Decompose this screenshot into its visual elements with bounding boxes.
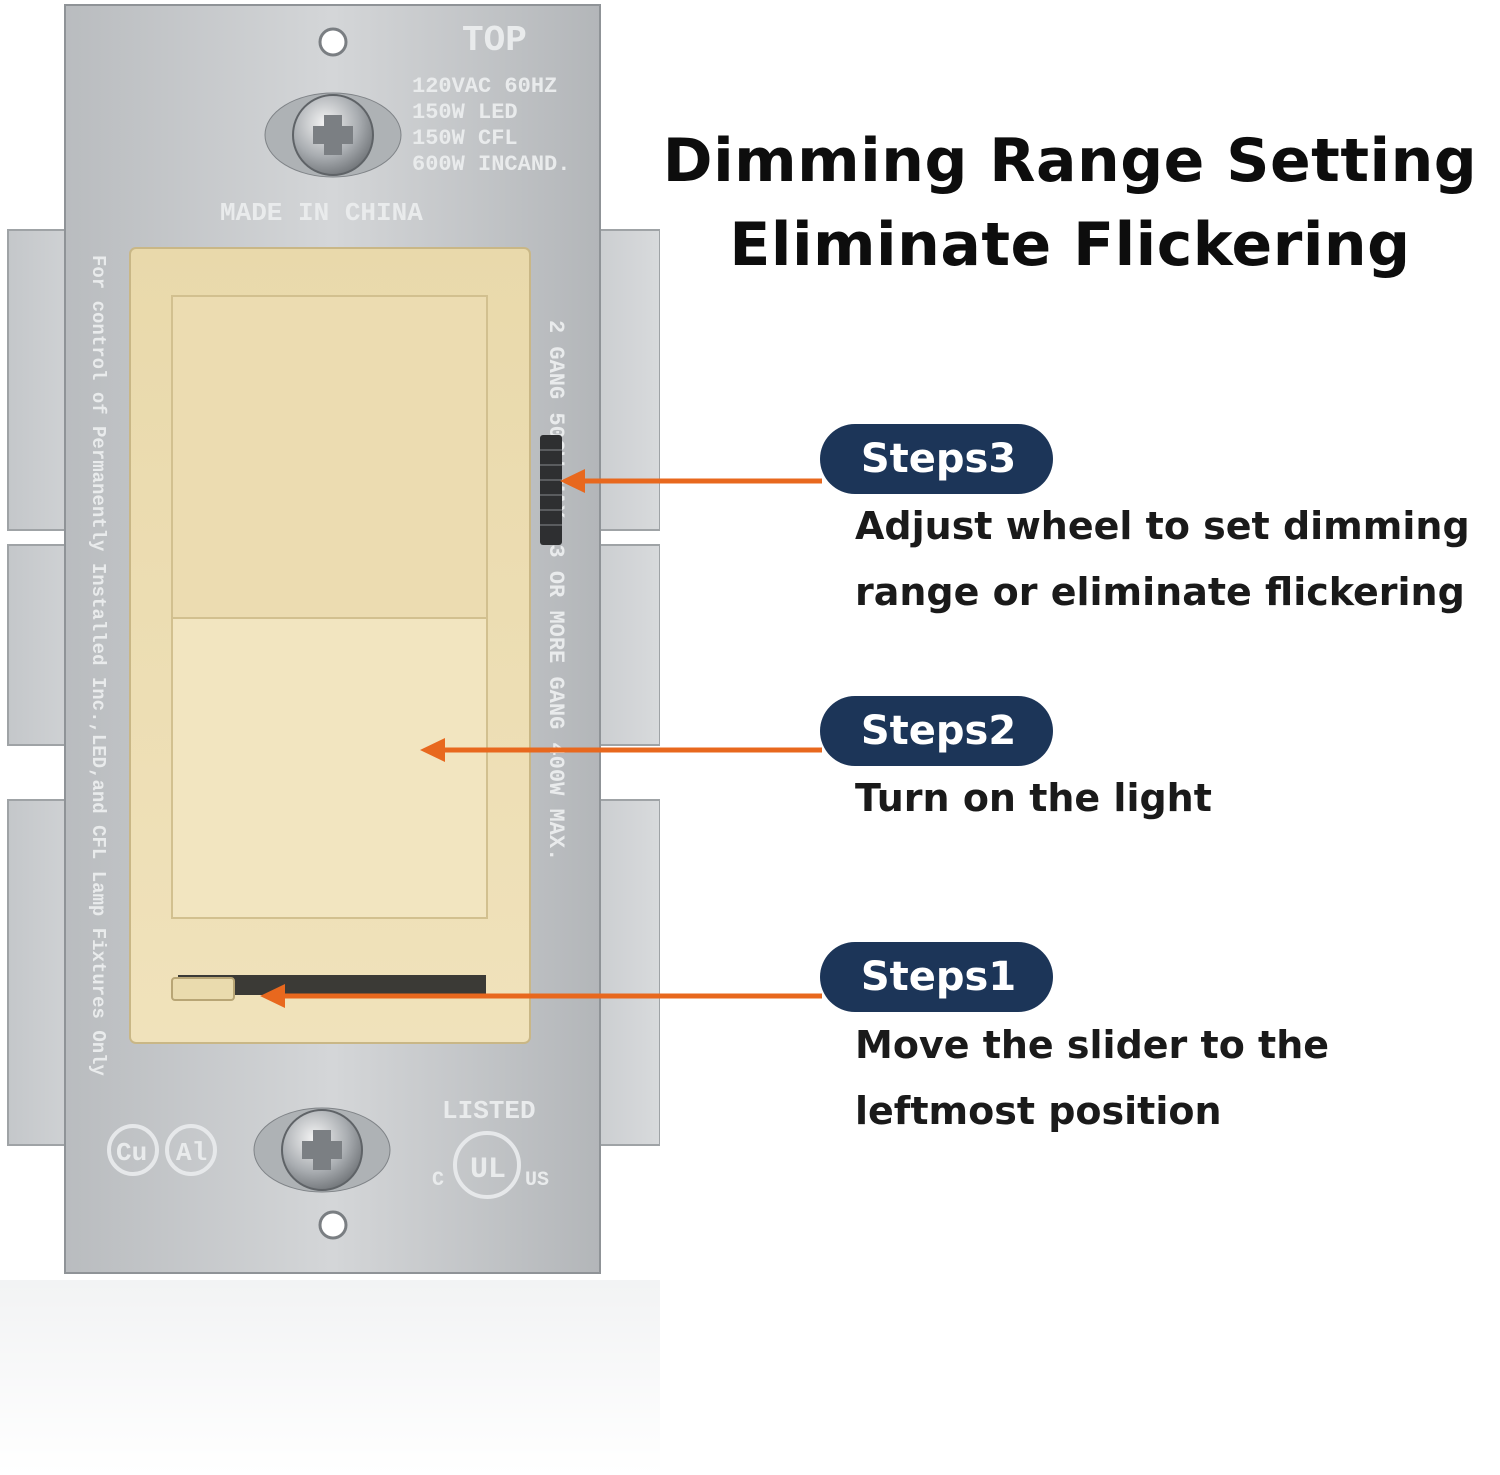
rating-line: 600W INCAND. — [412, 152, 570, 177]
rocker-paddle-bottom[interactable] — [171, 617, 488, 919]
step1-description-line-2: leftmost position — [855, 1089, 1222, 1133]
svg-text:Cu: Cu — [116, 1138, 147, 1168]
svg-text:Al: Al — [176, 1138, 207, 1168]
rating-line: 120VAC 60HZ — [412, 74, 557, 99]
slider-knob[interactable] — [171, 977, 235, 1001]
step1-badge: Steps1 — [820, 942, 1053, 1012]
heading-line-1: Dimming Range Setting — [662, 126, 1478, 196]
slider-track — [178, 975, 486, 995]
top-label: TOP — [462, 20, 527, 61]
step2-badge: Steps2 — [820, 696, 1053, 766]
rating-line: 150W LED — [412, 100, 518, 125]
ul-listed-mark-icon: UL C US — [432, 1131, 549, 1199]
cu-mark-icon: Cu — [107, 1124, 159, 1176]
heading-line-2: Eliminate Flickering — [729, 210, 1411, 280]
step3-description-line-1: Adjust wheel to set dimming — [855, 504, 1470, 548]
step3-badge: Steps3 — [820, 424, 1053, 494]
svg-text:UL: UL — [470, 1153, 506, 1187]
svg-text:C: C — [432, 1169, 444, 1192]
left-edge-label: For control of Permanently Installed Inc… — [87, 255, 109, 1077]
al-mark-icon: Al — [165, 1124, 217, 1176]
step1-description-line-1: Move the slider to the — [855, 1023, 1330, 1067]
dimmer-switch-image: TOP 120VAC 60HZ 150W LED 150W CFL 600W I… — [0, 4, 660, 1475]
step2-description-line-1: Turn on the light — [855, 776, 1212, 820]
rocker-paddle-top[interactable] — [171, 295, 488, 619]
made-in-label: MADE IN CHINA — [220, 198, 423, 228]
mounting-hole-icon — [318, 1210, 348, 1240]
rating-line: 150W CFL — [412, 126, 518, 151]
step3-description-line-2: range or eliminate flickering — [855, 570, 1465, 614]
listed-label: LISTED — [442, 1096, 536, 1126]
right-edge-label: 2 GANG 500W MAX. 3 OR MORE GANG 400W MAX… — [543, 320, 568, 861]
svg-text:US: US — [525, 1169, 549, 1192]
mounting-hole-icon — [318, 27, 348, 57]
screw-icon — [264, 92, 402, 178]
screw-icon — [253, 1107, 391, 1193]
dimming-wheel[interactable] — [540, 435, 562, 545]
